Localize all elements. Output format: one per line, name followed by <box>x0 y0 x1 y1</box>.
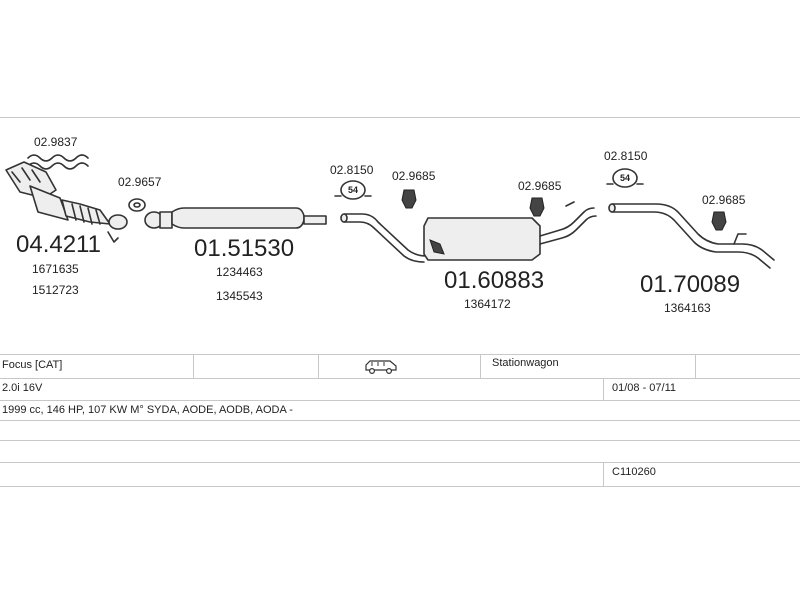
rear-pipe-icon <box>608 203 775 269</box>
clamp-rear-label: 02.8150 <box>604 149 648 163</box>
cat-ref-2: 1512723 <box>32 283 79 297</box>
body-type-cell: Stationwagon <box>492 357 559 369</box>
code-cell: C110260 <box>612 466 656 478</box>
clamp-mid-icon: 54 <box>334 180 372 200</box>
years-cell: 01/08 - 07/11 <box>612 382 677 394</box>
gasket-top-icon <box>27 154 89 170</box>
rubber-mount-mid2-icon <box>529 197 545 217</box>
stationwagon-car-icon <box>364 359 398 375</box>
spec-cell: 1999 cc, 146 HP, 107 KW M° SYDA, AODE, A… <box>2 404 293 416</box>
front-pipe-part-number: 01.51530 <box>194 235 294 262</box>
model-cell: Focus [CAT] <box>2 359 63 371</box>
col-sep-4 <box>695 354 696 378</box>
col-sep-3 <box>480 354 481 378</box>
col-sep-1 <box>193 354 194 378</box>
front-pipe-ref-2: 1345543 <box>216 289 263 303</box>
rear-pipe-ref: 1364163 <box>664 301 711 315</box>
catalytic-converter-icon <box>5 161 128 243</box>
table-row-rule-1 <box>0 354 800 355</box>
center-muffler-icon <box>340 201 597 263</box>
rubber-mount-rear-icon <box>711 211 727 231</box>
front-pipe-icon <box>144 207 327 229</box>
gasket-front-label: 02.9657 <box>118 175 162 189</box>
rear-pipe-part-number: 01.70089 <box>640 271 740 298</box>
top-border <box>0 117 800 118</box>
gasket-front-icon <box>128 198 146 212</box>
svg-text:54: 54 <box>348 185 358 195</box>
center-muffler-part-number: 01.60883 <box>444 267 544 294</box>
cat-ref-1: 1671635 <box>32 262 79 276</box>
table-row-rule-2 <box>0 378 800 379</box>
cat-part-number: 04.4211 <box>16 231 101 258</box>
svg-text:54: 54 <box>620 173 630 183</box>
col-sep-years <box>603 378 604 400</box>
mount-mid2-label: 02.9685 <box>518 179 562 193</box>
engine-cell: 2.0i 16V <box>2 382 43 394</box>
mount-mid-label: 02.9685 <box>392 169 436 183</box>
table-row-rule-7 <box>0 486 800 487</box>
center-muffler-ref: 1364172 <box>464 297 511 311</box>
table-row-rule-4 <box>0 420 800 421</box>
gasket-top-label: 02.9837 <box>34 135 78 149</box>
table-row-rule-3 <box>0 400 800 401</box>
clamp-mid-label: 02.8150 <box>330 163 374 177</box>
clamp-rear-icon: 54 <box>606 168 644 188</box>
table-row-rule-5 <box>0 440 800 441</box>
mount-rear-label: 02.9685 <box>702 193 746 207</box>
table-row-rule-6 <box>0 462 800 463</box>
col-sep-2 <box>318 354 319 378</box>
front-pipe-ref-1: 1234463 <box>216 265 263 279</box>
rubber-mount-mid-icon <box>401 189 417 209</box>
col-sep-code <box>603 462 604 486</box>
